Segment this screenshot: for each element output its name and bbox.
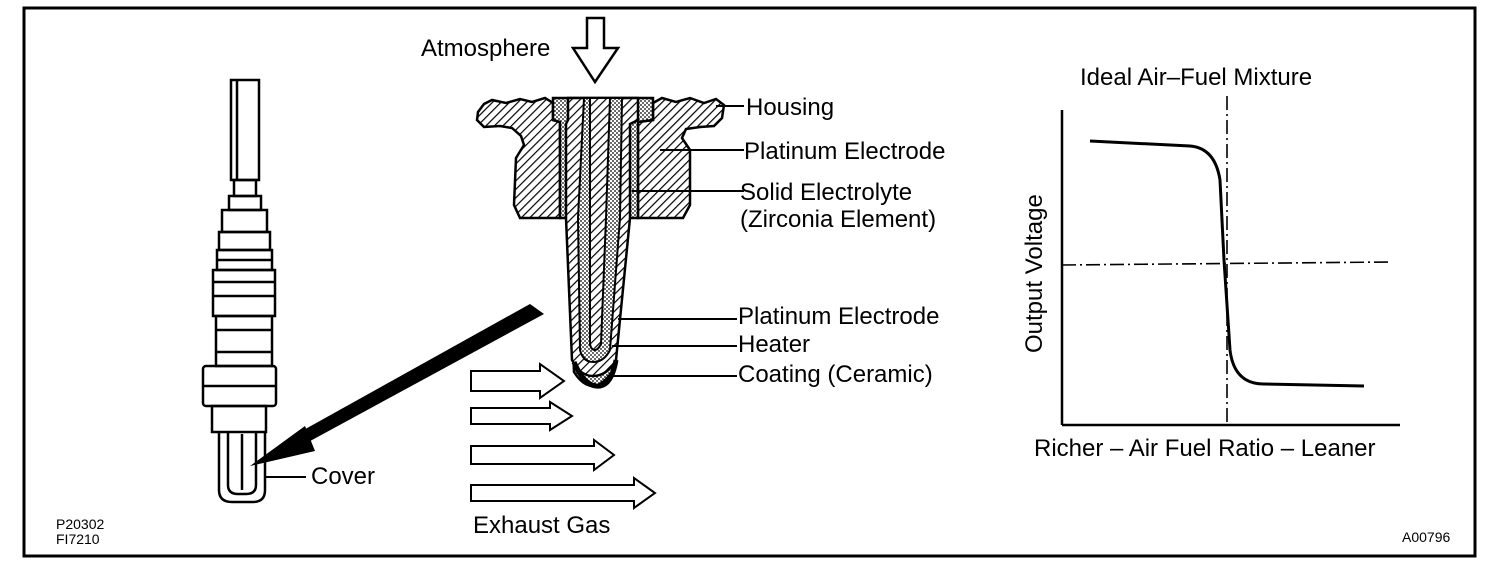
heater-label: Heater (738, 331, 811, 358)
platinum-electrode-bottom-label: Platinum Electrode (738, 303, 940, 330)
figure-code-1: P20302 (56, 516, 105, 532)
outer-frame (22, 6, 1477, 558)
platinum-electrode-top-label: Platinum Electrode (744, 138, 946, 165)
voltage-curve (1089, 139, 1365, 388)
graph-title: Ideal Air–Fuel Mixture (1080, 64, 1313, 91)
atmosphere-arrow (570, 16, 621, 85)
pointer-arrow (291, 304, 544, 446)
figure-code-2: FI7210 (56, 531, 100, 547)
graph-axes (1060, 96, 1400, 427)
figure-code-3: A00796 (1402, 529, 1451, 545)
zirconia-element-label: (Zirconia Element) (740, 206, 937, 233)
housing-label: Housing (746, 94, 835, 121)
center-leaders (608, 105, 744, 377)
exhaust-gas-label: Exhaust Gas (473, 512, 611, 539)
cover-label: Cover (311, 463, 376, 490)
solid-electrolyte-label: Solid Electrolyte (740, 179, 913, 206)
housing-shape-right (636, 96, 726, 220)
graph-x-axis-label: Richer – Air Fuel Ratio – Leaner (1034, 435, 1376, 462)
atmosphere-label: Atmosphere (421, 35, 551, 62)
graph-y-axis-label: Output Voltage (1021, 194, 1048, 353)
oxygen-sensor-drawing (201, 78, 278, 504)
exhaust-flow-arrows (470, 362, 657, 510)
housing-shape (475, 96, 562, 220)
coating-cap (571, 359, 619, 389)
heater-core (589, 97, 612, 352)
pointer-arrowhead (250, 426, 315, 466)
coating-label: Coating (Ceramic) (738, 361, 933, 388)
